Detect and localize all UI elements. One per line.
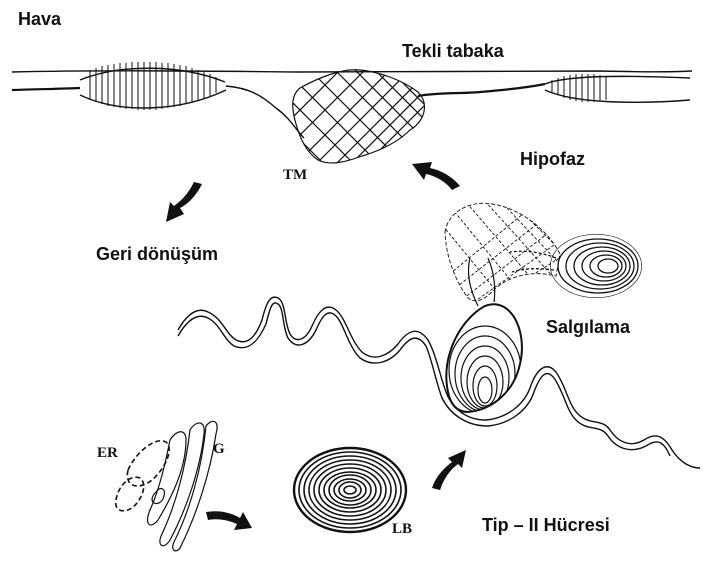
monolayer-label: Tekli tabaka bbox=[402, 42, 504, 60]
curved-arrow-icon bbox=[432, 450, 466, 490]
curved-arrow-icon bbox=[166, 182, 202, 222]
exocytosed-lamellar-body bbox=[510, 234, 642, 298]
type-ii-cell-label: Tip – II Hücresi bbox=[482, 516, 610, 534]
secreting-lamellar-body bbox=[446, 258, 522, 414]
hypophase-lattice bbox=[430, 190, 580, 320]
curved-arrow-icon bbox=[206, 511, 252, 530]
lamellar-body-label: LB bbox=[392, 522, 412, 537]
monolayer-stack-left bbox=[90, 62, 216, 110]
golgi-label: G bbox=[213, 442, 225, 457]
er-label: ER bbox=[97, 446, 118, 461]
curved-arrow-icon bbox=[412, 162, 460, 190]
recycling-label: Geri dönüşüm bbox=[96, 245, 218, 263]
tubular-myelin-label: TM bbox=[283, 168, 307, 183]
lamellar-body bbox=[294, 448, 406, 532]
air-label: Hava bbox=[18, 10, 61, 28]
secretion-label: Salgılama bbox=[546, 318, 630, 336]
hypophase-label: Hipofaz bbox=[520, 150, 585, 168]
